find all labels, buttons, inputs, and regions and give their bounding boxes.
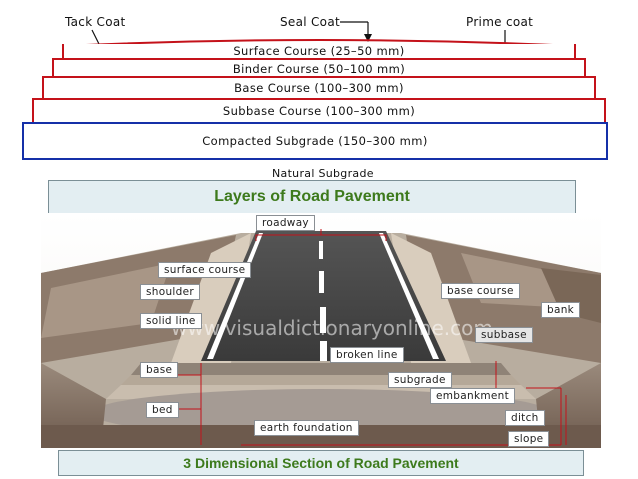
label-shoulder: shoulder bbox=[140, 284, 200, 300]
natural-subgrade-label: Natural Subgrade bbox=[272, 167, 374, 180]
seal-coat-arrow-icon bbox=[340, 21, 372, 42]
label-ditch: ditch bbox=[505, 410, 545, 426]
label-base: base bbox=[140, 362, 179, 378]
label-bank: bank bbox=[541, 302, 581, 318]
label-broken-line: broken line bbox=[330, 347, 404, 363]
surface-course-layer: Surface Course (25–50 mm) bbox=[62, 44, 576, 58]
label-earth-foundation: earth foundation bbox=[254, 420, 359, 436]
subbase-course-layer: Subbase Course (100–300 mm) bbox=[32, 98, 606, 122]
label-base-course: base course bbox=[441, 283, 520, 299]
label-subgrade: subgrade bbox=[388, 372, 452, 388]
bracket-lines bbox=[176, 229, 567, 446]
compacted-subgrade-layer: Compacted Subgrade (150–300 mm) bbox=[22, 122, 608, 160]
label-surface-course: surface course bbox=[158, 262, 252, 278]
label-roadway: roadway bbox=[256, 215, 315, 231]
label-solid-line: solid line bbox=[140, 313, 202, 329]
label-embankment: embankment bbox=[430, 388, 515, 404]
label-slope: slope bbox=[508, 431, 550, 447]
prime-coat-label: Prime coat bbox=[466, 15, 534, 29]
label-subbase: subbase bbox=[475, 327, 533, 343]
watermark-text: www.visualdictionaryonline.com bbox=[171, 316, 493, 340]
surface-course-curve bbox=[61, 39, 577, 47]
tack-coat-label: Tack Coat bbox=[65, 15, 126, 29]
caption-layers: Layers of Road Pavement bbox=[48, 180, 576, 214]
caption-3d-section: 3 Dimensional Section of Road Pavement bbox=[58, 450, 584, 476]
base-course-layer: Base Course (100–300 mm) bbox=[42, 76, 596, 98]
label-bed: bed bbox=[146, 402, 179, 418]
seal-coat-label: Seal Coat bbox=[280, 15, 340, 29]
binder-course-layer: Binder Course (50–100 mm) bbox=[52, 58, 586, 78]
